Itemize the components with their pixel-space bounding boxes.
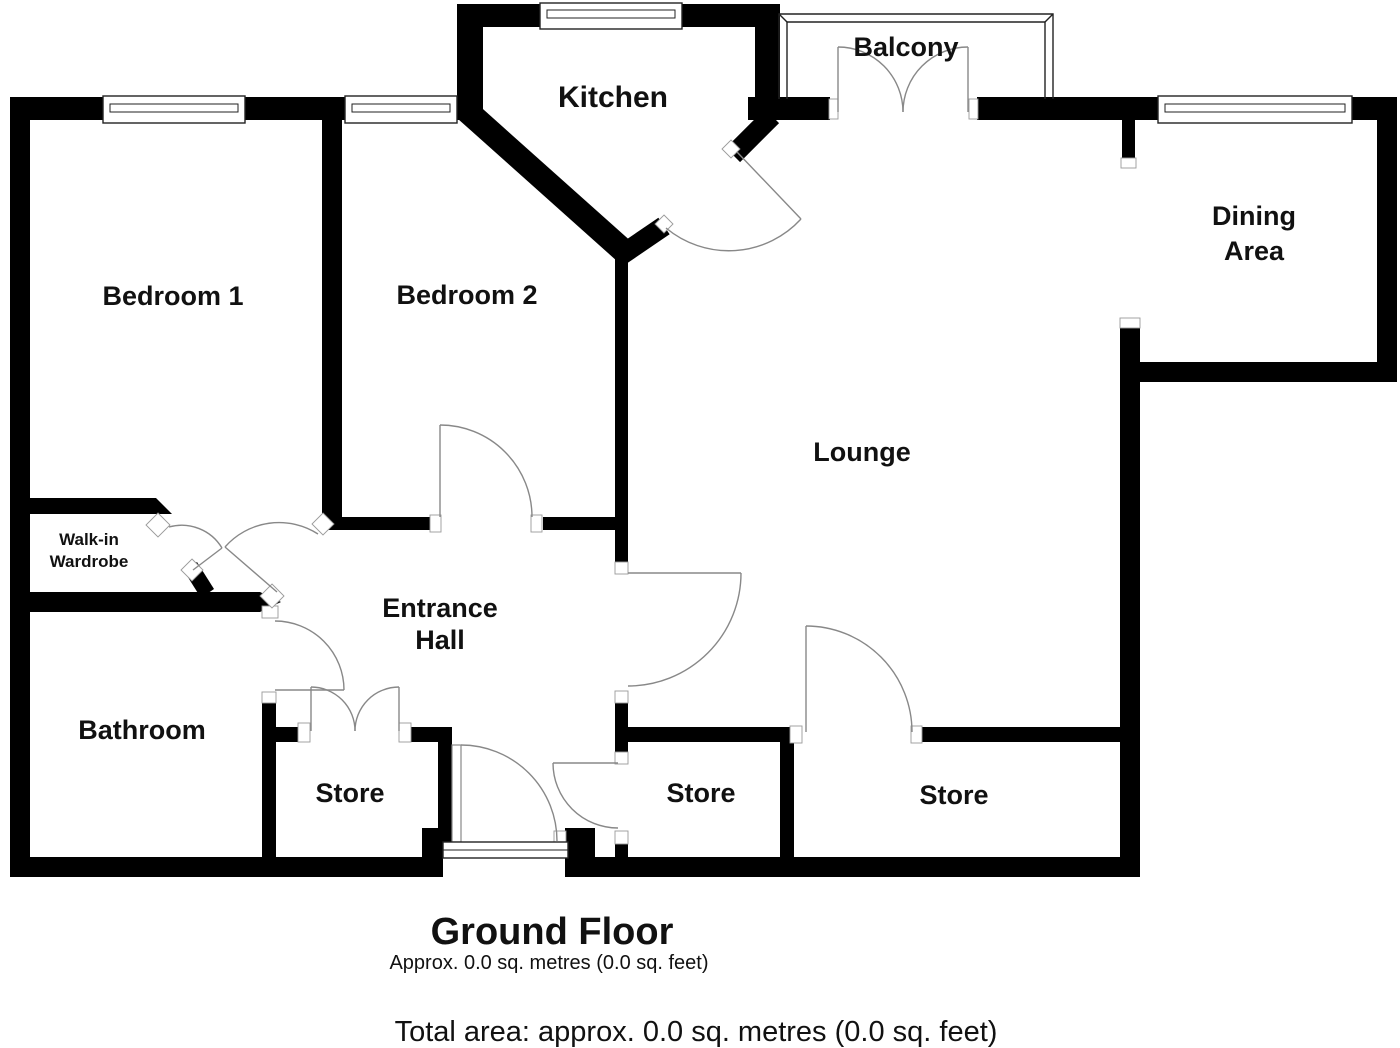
balcony-mitre-left [778,13,788,23]
wall-bedrooms-bottom-right [543,517,628,530]
jamb-wardrobe-wall-end [145,512,171,538]
wall-kitchen-diagonal-left [458,101,634,262]
jamb-bed2-right [530,514,543,533]
jamb-dining-opening-bottom [1119,317,1141,329]
wall-hall-lounge-mid [615,702,628,753]
wall-store3-top [922,727,1122,742]
jamb-kitchen-lower [654,214,674,234]
jamb-store1-left [297,722,311,743]
window-bedroom1 [102,95,246,124]
jamb-balcony-left [828,98,839,120]
jamb-lounge-top [614,561,629,575]
jamb-store3-right [910,725,923,744]
wall-top-between-bedrooms [245,97,345,120]
door-store2 [552,762,619,829]
door-wardrobe [168,524,223,571]
wall-lounge-top-right [977,97,1160,120]
door-store3 [805,625,913,733]
label-bedroom1: Bedroom 1 [102,281,243,311]
floor-area-note: Approx. 0.0 sq. metres (0.0 sq. feet) [389,952,708,974]
wall-bathroom-right [262,703,276,857]
label-dining-line1: Dining [1212,201,1296,231]
jamb-wardrobe-stub-top [180,558,204,582]
jamb-bedroom-divider-bottom [311,512,335,536]
label-store3: Store [919,780,988,810]
wall-stub-lounge-dining [1122,120,1135,158]
wall-bedrooms-bottom-left [322,517,430,530]
wall-store1-top-right [411,727,452,742]
jamb-dining-opening-top [1120,157,1137,169]
wall-frontdoor-pier [565,828,595,877]
wall-bottom-right [566,857,1140,877]
label-wardrobe-line1: Walk-in [59,530,119,549]
balcony-mitre-right [1044,13,1054,23]
total-area-note: Total area: approx. 0.0 sq. metres (0.0 … [395,1016,998,1048]
jamb-store2-bottom [614,830,629,845]
label-kitchen: Kitchen [558,81,668,114]
label-entrance-line1: Entrance [382,593,498,623]
jamb-lounge-bottom [614,690,629,704]
windows [102,2,1353,124]
wall-bathroom-top [25,592,281,612]
jamb-hallwall-tip [259,583,285,609]
label-balcony: Balcony [853,32,958,62]
wall-bedroom-divider [322,120,342,530]
door-front-entrance [442,744,569,859]
jamb-kitchen-upper [721,139,741,159]
wall-bedroom2-right [615,250,628,563]
wall-store2-top [628,727,790,742]
jamb-store2-top [614,751,629,765]
window-kitchen [539,2,683,30]
wall-bottom-left [10,857,443,877]
wall-store1-top-left [276,727,298,742]
room-labels: Kitchen Balcony Bedroom 1 Bedroom 2 Dini… [50,32,1296,810]
balcony-inner-line [786,21,1046,99]
label-wardrobe-line2: Wardrobe [50,552,129,571]
wall-dining-bottom [1128,362,1397,382]
balcony-outer-line [778,13,1054,99]
door-store1-double [310,686,400,732]
floor-title: Ground Floor [431,911,674,953]
label-bathroom: Bathroom [78,715,206,745]
wall-lounge-right [1120,328,1140,877]
wall-store1-right [438,742,452,832]
label-store2: Store [666,778,735,808]
wall-hall-lounge-low [615,843,628,857]
door-jambs [145,98,1141,845]
door-balcony-double [837,46,969,113]
door-bedroom2 [439,424,533,518]
doors [168,46,969,859]
titles: Ground Floor Approx. 0.0 sq. metres (0.0… [389,911,997,1048]
label-lounge: Lounge [813,437,910,467]
door-lounge [627,572,742,687]
jamb-bathroom-top [261,605,279,619]
label-dining-line2: Area [1224,236,1285,266]
jamb-store1-right [398,722,412,743]
wall-left-exterior [10,97,30,877]
jamb-bathroom-bottom [261,691,277,704]
door-kitchen [665,151,802,252]
wall-kitchen-diagonal-lower-right [614,217,670,265]
jamb-store3-left [789,725,803,744]
label-store1: Store [315,778,384,808]
wall-top-bedroom1-left [10,97,103,120]
jamb-bed2-left [429,514,442,533]
window-dining [1157,95,1353,124]
label-entrance-line2: Hall [415,625,465,655]
label-bedroom2: Bedroom 2 [396,280,537,310]
window-bedroom2 [344,95,458,124]
walls [10,4,1397,877]
wall-dining-right [1377,97,1397,382]
wall-wardrobe-top [25,498,172,514]
jamb-balcony-right [968,98,979,120]
door-bedroom1 [224,521,319,593]
balcony-outline [778,13,1054,99]
door-bathroom [274,620,345,691]
wall-store2-right [780,742,794,857]
